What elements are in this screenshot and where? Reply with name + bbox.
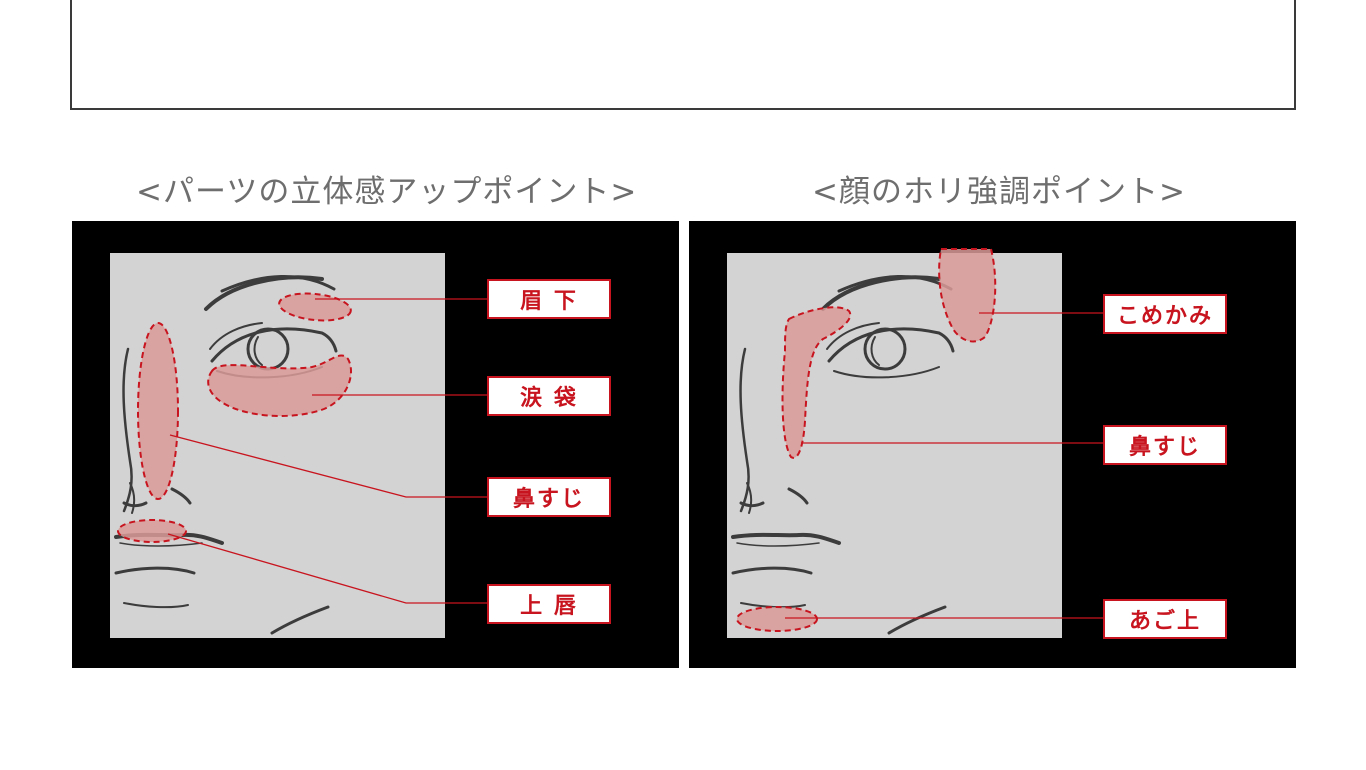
illustration-panel-right: こめかみ 鼻すじ あご上 bbox=[689, 221, 1296, 668]
label-under-brow: 眉 下 bbox=[487, 279, 611, 319]
label-nose-bridge-right: 鼻すじ bbox=[1103, 425, 1227, 465]
heading-face-contour-points: <顔のホリ強調ポイント> bbox=[812, 174, 1186, 210]
label-above-chin: あご上 bbox=[1103, 599, 1227, 639]
illustration-panel-left: 眉 下 涙 袋 鼻すじ 上 唇 bbox=[72, 221, 679, 668]
label-nose-bridge: 鼻すじ bbox=[487, 477, 611, 517]
face-sketch-left bbox=[110, 253, 488, 638]
label-temple: こめかみ bbox=[1103, 294, 1227, 334]
face-sketch-right bbox=[727, 248, 1105, 638]
heading-parts-3d-points: <パーツの立体感アップポイント> bbox=[136, 174, 638, 210]
label-upper-lip: 上 唇 bbox=[487, 584, 611, 624]
label-tear-bag: 涙 袋 bbox=[487, 376, 611, 416]
top-frame bbox=[70, 0, 1296, 110]
